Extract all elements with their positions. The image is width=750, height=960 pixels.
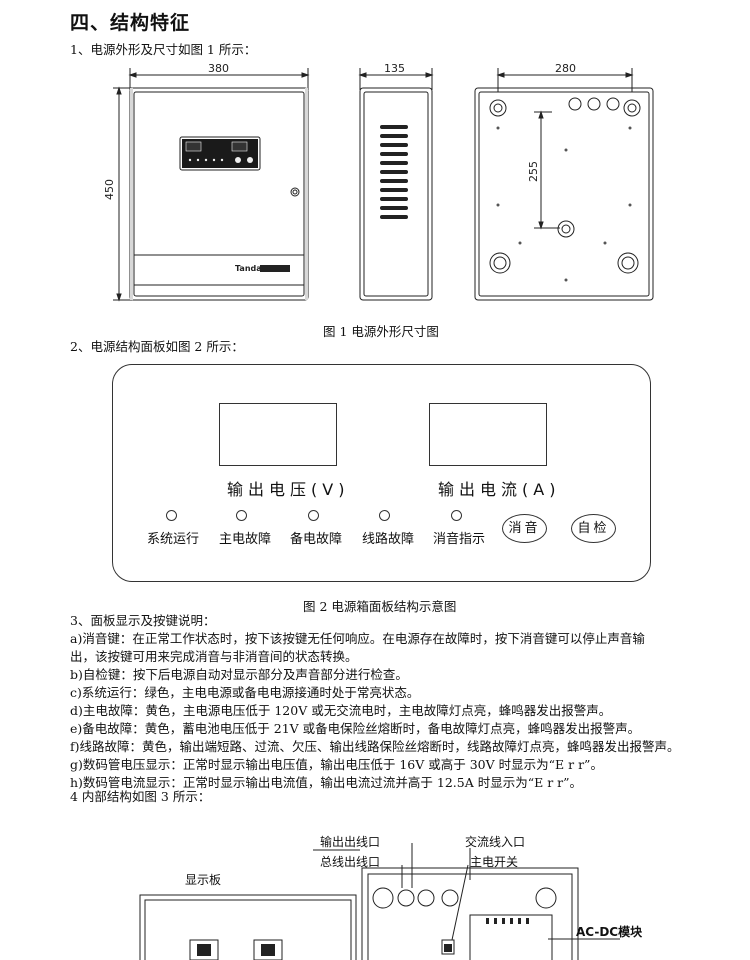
current-label: 输出电流(A) xyxy=(438,480,561,499)
item-2-text: 2、电源结构面板如图 2 所示： xyxy=(70,339,244,354)
label-acdc-module: AC-DC模块 xyxy=(576,924,643,939)
figure-1-caption: 图 1 电源外形尺寸图 xyxy=(323,324,439,339)
system-run-led xyxy=(166,510,177,521)
brand-logo: Tanda xyxy=(235,264,262,273)
dim-back-height: 255 xyxy=(527,161,540,182)
indicator-label-main-fault: 主电故障 xyxy=(219,532,272,547)
label-display-board: 显示板 xyxy=(185,873,221,887)
label-output-port: 输出出线口 xyxy=(320,834,380,849)
brand-plate xyxy=(260,265,290,272)
description-line: a)消音键：在正常工作状态时，按下该按键无任何响应。在电源存在故障时，按下消音键… xyxy=(70,631,645,646)
indicator-label-backup-fault: 备电故障 xyxy=(290,532,343,547)
dim-width: 380 xyxy=(208,62,229,75)
section-title: 四、结构特征 xyxy=(70,12,191,34)
backup-fault-led xyxy=(308,510,319,521)
description-line: g)数码管电压显示：正常时显示输出电压值，输出电压低于 16V 或高于 30V … xyxy=(70,757,603,772)
line-fault-led xyxy=(379,510,390,521)
item-4-text: 4 内部结构如图 3 所示： xyxy=(70,789,211,804)
description-line: c)系统运行：绿色，主电电源或备电电源接通时处于常亮状态。 xyxy=(70,685,420,700)
description-line: h)数码管电流显示：正常时显示输出电流值，输出电流过流并高于 12.5A 时显示… xyxy=(70,775,583,790)
voltage-display xyxy=(219,403,337,466)
description-list: a)消音键：在正常工作状态时，按下该按键无任何响应。在电源存在故障时，按下消音键… xyxy=(70,630,680,792)
indicator-label-system-run: 系统运行 xyxy=(147,532,200,547)
dim-depth: 135 xyxy=(384,62,405,75)
self-test-button[interactable]: 自检 xyxy=(571,514,616,543)
current-display xyxy=(429,403,547,466)
dim-height: 450 xyxy=(105,179,116,200)
label-bus-port: 总线出线口 xyxy=(320,855,380,869)
figure-2-caption: 图 2 电源箱面板结构示意图 xyxy=(303,599,457,614)
front-panel-diagram: 输出电压(V) 输出电流(A) 系统运行 主电故障 备电故障 线路故障 消音指示… xyxy=(112,364,651,582)
indicator-label-silence: 消音指示 xyxy=(433,532,486,547)
description-line: f)线路故障：黄色，输出端短路、过流、欠压、输出线路保险丝熔断时，线路故障灯点亮… xyxy=(70,739,680,754)
silence-indicator-led xyxy=(451,510,462,521)
description-line: 出，该按键可用来完成消音与非消音间的状态转换。 xyxy=(70,649,358,664)
description-line: b)自检键：按下后电源自动对显示部分及声音部分进行检查。 xyxy=(70,667,408,682)
voltage-label: 输出电压(V) xyxy=(227,480,350,499)
main-fault-led xyxy=(236,510,247,521)
indicator-label-line-fault: 线路故障 xyxy=(362,532,415,547)
silence-button[interactable]: 消音 xyxy=(502,514,547,543)
figure-1-drawing: 380 135 280 450 255 Tanda xyxy=(105,62,654,302)
label-main-switch: 主电开关 xyxy=(470,855,518,869)
description-line: d)主电故障：黄色，主电源电压低于 120V 或无交流电时，主电故障灯点亮，蜂鸣… xyxy=(70,703,612,718)
item-1-text: 1、电源外形及尺寸如图 1 所示： xyxy=(70,42,257,57)
dim-back-width: 280 xyxy=(555,62,576,75)
description-line: e)备电故障：黄色，蓄电池电压低于 21V 或备电保险丝熔断时，备电故障灯点亮，… xyxy=(70,721,641,736)
label-ac-port: 交流线入口 xyxy=(465,834,525,849)
figure-3-drawing: 输出出线口 交流线入口 总线出线口 主电开关 显示板 AC-DC模块 xyxy=(139,834,643,960)
item-3-text: 3、面板显示及按键说明： xyxy=(70,613,216,628)
